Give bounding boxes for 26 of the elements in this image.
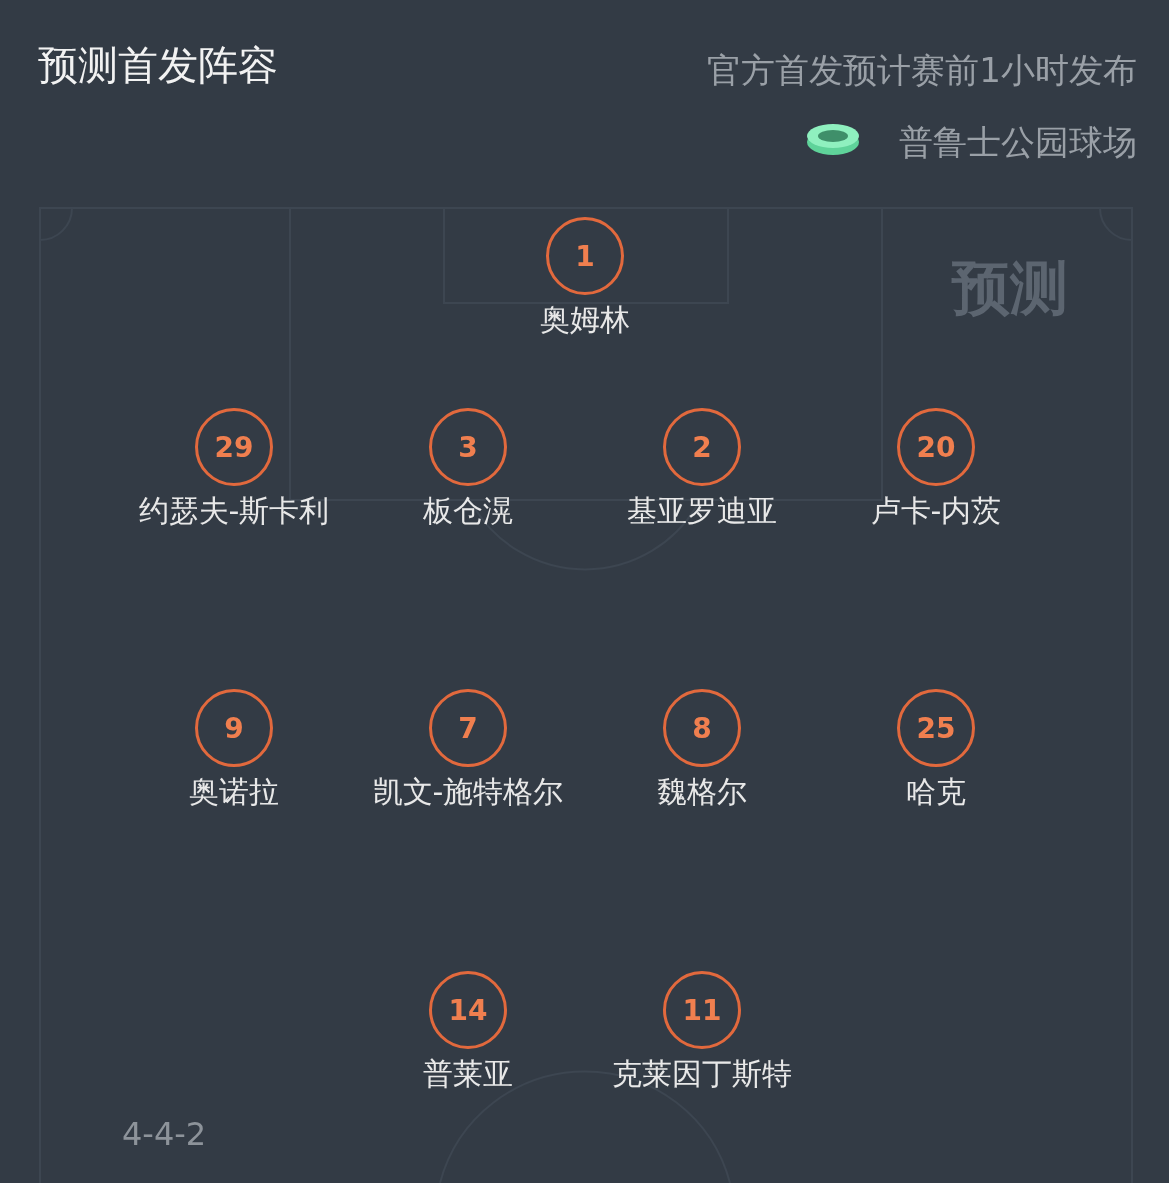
player-circle: 1 bbox=[546, 217, 624, 295]
player-name: 约瑟夫-斯卡利 bbox=[137, 492, 331, 530]
player-circle: 9 bbox=[195, 689, 273, 767]
player-circle: 25 bbox=[897, 689, 975, 767]
player-circle: 8 bbox=[663, 689, 741, 767]
title: 预测首发阵容 bbox=[38, 41, 278, 90]
player-circle: 11 bbox=[663, 971, 741, 1049]
player-name: 克莱因丁斯特 bbox=[611, 1055, 793, 1093]
player-circle: 29 bbox=[195, 408, 273, 486]
player-name: 卢卡-内茨 bbox=[869, 492, 1003, 530]
player-name: 哈克 bbox=[905, 773, 967, 811]
player-circle: 3 bbox=[429, 408, 507, 486]
player-name: 板仓滉 bbox=[422, 492, 514, 530]
subtitle: 官方首发预计赛前1小时发布 bbox=[707, 49, 1137, 92]
formation-label: 4-4-2 bbox=[122, 1115, 207, 1153]
player-name: 凯文-施特格尔 bbox=[371, 773, 565, 811]
player-circle: 7 bbox=[429, 689, 507, 767]
player-circle: 20 bbox=[897, 408, 975, 486]
player-name: 基亚罗迪亚 bbox=[626, 492, 778, 530]
stadium-name: 普鲁士公园球场 bbox=[899, 121, 1137, 164]
player-name: 奥姆林 bbox=[539, 301, 631, 339]
player-name: 奥诺拉 bbox=[188, 773, 280, 811]
player-name: 普莱亚 bbox=[422, 1055, 514, 1093]
player-circle: 14 bbox=[429, 971, 507, 1049]
player-circle: 2 bbox=[663, 408, 741, 486]
player-name: 魏格尔 bbox=[656, 773, 748, 811]
